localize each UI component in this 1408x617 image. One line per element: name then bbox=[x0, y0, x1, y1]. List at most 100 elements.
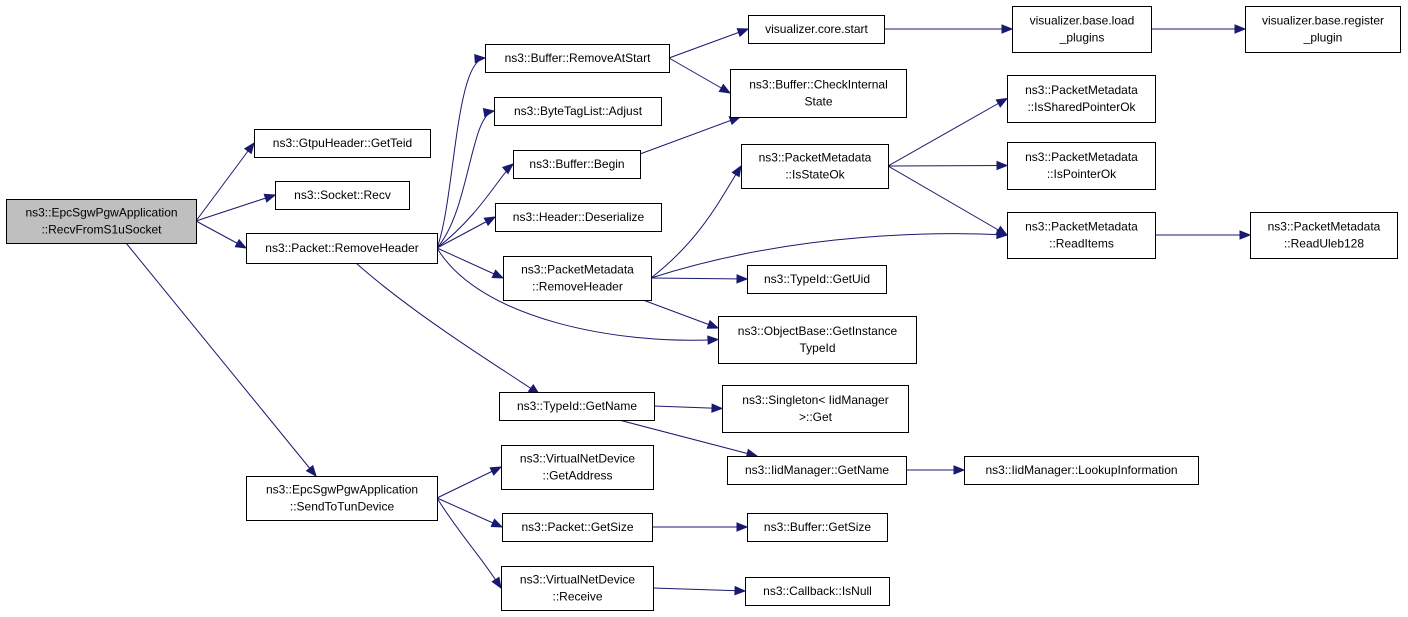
edge-arrowhead bbox=[234, 238, 248, 249]
node-pm-readuleb128[interactable]: ns3::PacketMetadata::ReadUleb128 bbox=[1250, 212, 1398, 259]
node-buffer-removeatstart[interactable]: ns3::Buffer::RemoveAtStart bbox=[485, 44, 670, 73]
node-label-line: ns3::ObjectBase::GetInstance bbox=[738, 324, 898, 338]
edge-arrowhead bbox=[491, 576, 502, 590]
node-callback-isnull[interactable]: ns3::Callback::IsNull bbox=[745, 577, 890, 606]
node-gtpu-getteid[interactable]: ns3::GtpuHeader::GetTeid bbox=[254, 129, 431, 158]
node-label-line: ns3::Buffer::GetSize bbox=[764, 520, 871, 534]
node-label-line: ns3::Singleton< IidManager bbox=[742, 393, 888, 407]
node-pm-readitems[interactable]: ns3::PacketMetadata::ReadItems bbox=[1007, 212, 1156, 259]
node-box bbox=[254, 129, 431, 158]
node-pm-removeheader[interactable]: ns3::PacketMetadata::RemoveHeader bbox=[503, 256, 652, 301]
node-label-line: ns3::PacketMetadata bbox=[1025, 150, 1138, 164]
edge-arrowhead bbox=[736, 274, 749, 284]
node-box bbox=[1245, 6, 1401, 53]
node-label-line: TypeId bbox=[799, 341, 835, 355]
node-label-line: ns3::Header::Deserialize bbox=[513, 210, 645, 224]
node-box bbox=[718, 316, 917, 364]
node-box bbox=[6, 199, 197, 244]
node-label-line: ns3::EpcSgwPgwApplication bbox=[266, 483, 418, 497]
node-vis-base-register[interactable]: visualizer.base.register_plugin bbox=[1245, 6, 1401, 53]
node-box bbox=[275, 181, 410, 210]
node-box bbox=[513, 150, 641, 179]
node-label-line: ns3::Buffer::Begin bbox=[529, 157, 624, 171]
edge-arrowhead bbox=[482, 108, 496, 118]
edge-arrowhead bbox=[1234, 24, 1247, 34]
edge-arrowhead bbox=[263, 193, 277, 203]
node-label-line: ns3::Buffer::CheckInternal bbox=[749, 78, 888, 92]
node-iid-lookupinformation[interactable]: ns3::IidManager::LookupInformation bbox=[964, 456, 1199, 485]
node-box bbox=[246, 233, 438, 264]
node-singleton-get[interactable]: ns3::Singleton< IidManager>::Get bbox=[722, 385, 909, 433]
edge-arrowhead bbox=[718, 83, 732, 94]
node-vis-core-start[interactable]: visualizer.core.start bbox=[748, 15, 885, 44]
node-pm-ispointerok[interactable]: ns3::PacketMetadata::IsPointerOk bbox=[1007, 142, 1156, 190]
edge-packet-removeheader-to-header-deserialize bbox=[436, 216, 496, 249]
node-label-line: ::RecvFromS1uSocket bbox=[41, 223, 162, 237]
node-label-line: State bbox=[804, 95, 832, 109]
edge-arrowhead bbox=[489, 466, 503, 476]
node-box bbox=[748, 15, 885, 44]
node-vnd-getaddress[interactable]: ns3::VirtualNetDevice::GetAddress bbox=[501, 445, 654, 490]
node-bytetag-adjust[interactable]: ns3::ByteTagList::Adjust bbox=[494, 97, 662, 126]
node-pm-isstateok[interactable]: ns3::PacketMetadata::IsStateOk bbox=[741, 144, 889, 189]
edge-pm-removeheader-to-typeid-getuid bbox=[650, 277, 748, 280]
edge-arrowhead bbox=[483, 216, 497, 227]
edge-arrowhead bbox=[706, 319, 720, 329]
edge-pm-isstateok-to-pm-readitems bbox=[887, 165, 1008, 236]
node-buffer-begin[interactable]: ns3::Buffer::Begin bbox=[513, 150, 641, 179]
call-edges bbox=[125, 24, 1252, 596]
node-packet-getsize[interactable]: ns3::Packet::GetSize bbox=[502, 513, 653, 542]
node-label-line: ns3::PacketMetadata bbox=[1025, 83, 1138, 97]
node-sendtotun[interactable]: ns3::EpcSgwPgwApplication::SendToTunDevi… bbox=[246, 476, 438, 521]
node-label-line: ns3::Buffer::RemoveAtStart bbox=[505, 51, 652, 65]
node-label-line: ::RemoveHeader bbox=[532, 280, 623, 294]
edge-buffer-removeatstart-to-buffer-checkinternal bbox=[668, 57, 731, 94]
node-box bbox=[741, 144, 889, 189]
edge-arrowhead bbox=[707, 335, 720, 345]
node-label-line: ns3::VirtualNetDevice bbox=[520, 573, 635, 587]
node-typeid-getname[interactable]: ns3::TypeId::GetName bbox=[499, 392, 655, 421]
edge-arrowhead bbox=[474, 53, 487, 64]
node-label-line: ns3::IidManager::GetName bbox=[745, 463, 889, 477]
node-packet-removeheader[interactable]: ns3::Packet::RemoveHeader bbox=[246, 233, 438, 264]
node-label-line: ns3::GtpuHeader::GetTeid bbox=[273, 136, 412, 150]
node-box bbox=[485, 44, 670, 73]
node-root[interactable]: ns3::EpcSgwPgwApplication::RecvFromS1uSo… bbox=[6, 199, 197, 244]
node-box bbox=[1012, 6, 1152, 53]
node-vnd-receive[interactable]: ns3::VirtualNetDevice::Receive bbox=[501, 566, 654, 611]
node-label-line: ns3::PacketMetadata bbox=[1025, 220, 1138, 234]
node-label-line: ::ReadUleb128 bbox=[1284, 237, 1364, 251]
edge-buffer-begin-to-buffer-checkinternal bbox=[639, 116, 741, 155]
edge-arrowhead bbox=[1001, 24, 1014, 34]
edge-arrowhead bbox=[491, 269, 505, 279]
node-label-line: visualizer.core.start bbox=[765, 22, 868, 36]
node-box bbox=[747, 513, 888, 542]
node-label-line: ::Receive bbox=[552, 590, 602, 604]
node-label-line: ::SendToTunDevice bbox=[290, 500, 395, 514]
node-label-line: ::GetAddress bbox=[542, 469, 612, 483]
node-vis-base-load[interactable]: visualizer.base.load_plugins bbox=[1012, 6, 1152, 53]
edge-arrowhead bbox=[995, 97, 1009, 108]
node-header-deserialize[interactable]: ns3::Header::Deserialize bbox=[495, 203, 662, 232]
edge-arrowhead bbox=[953, 465, 966, 475]
node-iid-getname[interactable]: ns3::IidManager::GetName bbox=[727, 456, 907, 485]
node-label-line: _plugin bbox=[1303, 31, 1343, 45]
edge-pm-removeheader-to-pm-isstateok bbox=[650, 165, 742, 279]
node-label-line: ns3::TypeId::GetName bbox=[517, 399, 637, 413]
node-label-line: ns3::Packet::GetSize bbox=[521, 520, 633, 534]
node-typeid-getuid[interactable]: ns3::TypeId::GetUid bbox=[747, 265, 887, 294]
node-label-line: ns3::Socket::Recv bbox=[294, 188, 391, 202]
edge-packet-removeheader-to-buffer-removeatstart bbox=[436, 57, 486, 249]
edge-sendtotun-to-packet-getsize bbox=[436, 497, 503, 528]
edge-arrowhead bbox=[490, 518, 504, 528]
edge-arrowhead bbox=[734, 585, 747, 596]
edge-packet-removeheader-to-pm-removeheader bbox=[436, 247, 504, 279]
node-pm-issharedpointerok[interactable]: ns3::PacketMetadata::IsSharedPointerOk bbox=[1007, 75, 1156, 123]
node-buffer-getsize[interactable]: ns3::Buffer::GetSize bbox=[747, 513, 888, 542]
node-box bbox=[730, 69, 907, 118]
node-box bbox=[1007, 142, 1156, 190]
node-label-line: ::ReadItems bbox=[1049, 237, 1114, 251]
node-socket-recv[interactable]: ns3::Socket::Recv bbox=[275, 181, 410, 210]
